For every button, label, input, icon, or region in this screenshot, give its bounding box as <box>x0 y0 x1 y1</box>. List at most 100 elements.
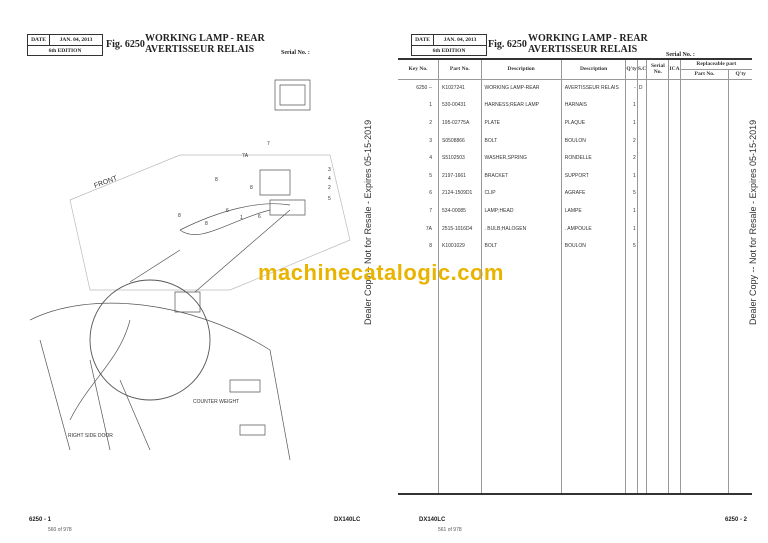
table-cell: 534-00085 <box>438 202 482 220</box>
callout-8: 8 <box>250 185 253 191</box>
parts-diagram: 7 7A 3 4 8 8 2 5 6 1 6 8 8 FRONT COUNTER… <box>30 79 351 460</box>
table-cell <box>560 448 626 467</box>
table-cell <box>728 325 752 343</box>
table-row <box>398 378 752 396</box>
table-cell <box>668 290 681 308</box>
table-cell <box>560 483 626 494</box>
col-replaceable-part: Replaceable part <box>679 59 752 70</box>
table-cell <box>636 378 647 396</box>
table-cell <box>560 254 626 273</box>
table-cell: 2124-1509D1 <box>438 184 482 203</box>
table-cell <box>728 166 752 185</box>
table-cell <box>636 254 647 273</box>
table-cell <box>728 466 752 484</box>
table-cell: 5 <box>625 237 638 255</box>
table-cell <box>668 272 681 291</box>
callout-8: 8 <box>215 177 218 183</box>
serial-label: Serial No. : <box>281 50 310 56</box>
table-cell <box>679 466 729 484</box>
table-cell <box>560 290 626 308</box>
table-cell: BOLT <box>480 131 562 150</box>
table-cell <box>398 255 439 273</box>
table-cell <box>728 131 752 150</box>
table-cell <box>438 483 482 494</box>
col-sc: S.C <box>636 59 647 80</box>
table-cell <box>668 184 681 203</box>
table-cell <box>625 378 638 396</box>
table-row <box>398 395 752 414</box>
table-cell: 6250 -- <box>416 85 433 92</box>
table-cell: 195-02775A <box>438 114 482 132</box>
table-cell <box>728 202 752 220</box>
table-cell <box>636 290 647 308</box>
table-cell <box>679 149 729 167</box>
table-cell: 3 <box>429 137 433 144</box>
callout-3: 3 <box>328 167 331 173</box>
table-cell <box>679 307 729 326</box>
callout-7a: 7A <box>242 153 249 159</box>
table-cell: S5102503 <box>438 149 482 167</box>
table-cell <box>646 360 669 379</box>
callout-6: 6 <box>226 208 229 214</box>
table-cell: 1 <box>429 102 433 109</box>
col-serial-no: Serial No. <box>646 59 669 80</box>
page-count: 560 of 978 <box>48 527 72 533</box>
table-cell <box>636 184 647 203</box>
table-cell <box>560 395 626 414</box>
table-cell <box>636 395 647 414</box>
table-cell <box>668 149 681 167</box>
table-cell <box>646 307 669 326</box>
table-row <box>398 325 752 343</box>
table-cell <box>728 114 752 132</box>
table-cell <box>438 430 482 449</box>
table-cell <box>679 114 729 132</box>
table-cell <box>646 483 669 494</box>
table-cell <box>679 378 729 396</box>
col-repl-part-no: Part No. <box>679 69 729 80</box>
table-cell <box>625 448 638 467</box>
table-cell <box>646 149 669 167</box>
table-cell <box>625 254 638 273</box>
title-fr: AVERTISSEUR RELAIS <box>528 44 638 55</box>
table-cell <box>480 483 562 494</box>
table-cell <box>625 430 638 449</box>
callout-5: 5 <box>328 196 331 202</box>
table-cell <box>438 413 482 431</box>
table-cell <box>636 430 647 449</box>
table-cell <box>480 395 562 414</box>
table-cell <box>625 360 638 379</box>
table-cell <box>625 466 638 484</box>
table-cell <box>625 272 638 291</box>
table-cell <box>679 79 729 97</box>
table-cell <box>480 342 562 361</box>
table-cell <box>636 166 647 185</box>
table-cell <box>728 290 752 308</box>
table-cell: AGRAFE <box>560 184 626 203</box>
table-cell <box>668 430 681 449</box>
table-cell: . AMPOULE <box>560 219 626 238</box>
table-row <box>398 307 752 326</box>
table-cell: 1 <box>625 202 638 220</box>
model: DX140LC <box>419 517 446 523</box>
table-cell <box>398 308 439 326</box>
table-cell <box>679 413 729 431</box>
callout-1: 1 <box>240 215 243 221</box>
table-cell <box>679 237 729 255</box>
table-cell <box>728 448 752 467</box>
table-cell <box>398 325 439 343</box>
table-cell <box>438 272 482 291</box>
table-cell <box>636 149 647 167</box>
table-cell <box>438 395 482 414</box>
table-cell <box>668 483 681 494</box>
table-cell <box>560 272 626 291</box>
table-cell <box>728 378 752 396</box>
serial-label: Serial No. : <box>666 52 695 58</box>
table-cell <box>728 395 752 414</box>
table-cell <box>480 430 562 449</box>
table-cell <box>480 413 562 431</box>
